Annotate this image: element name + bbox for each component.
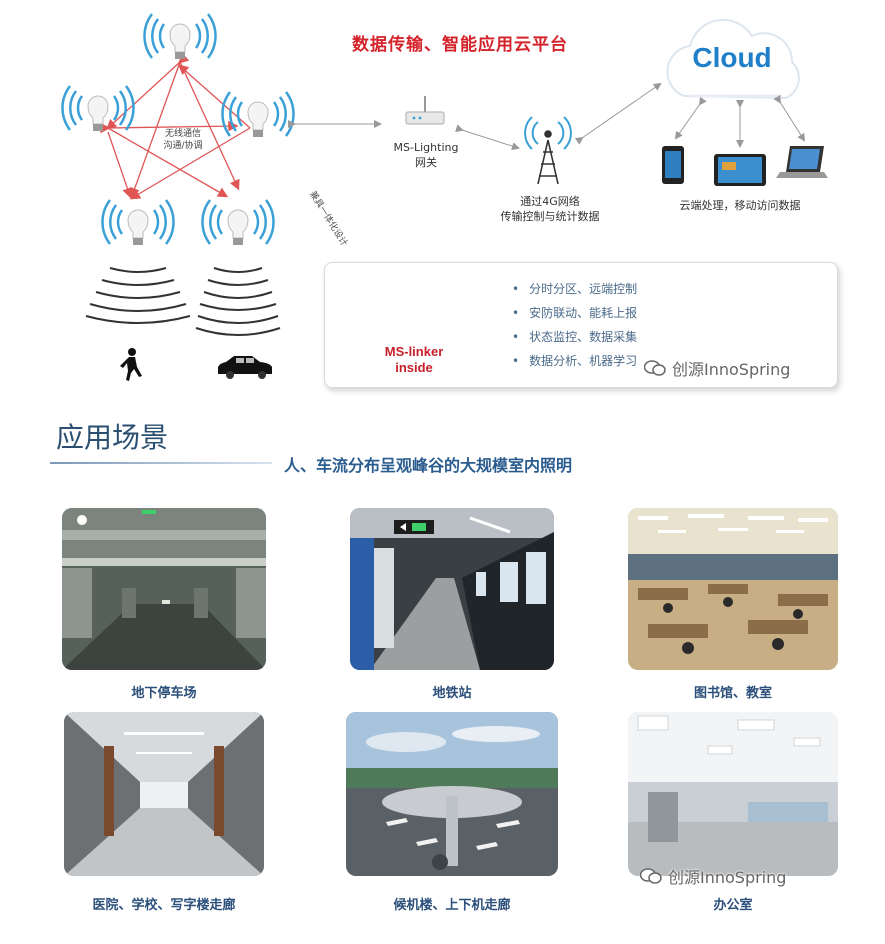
watermark-text: 创源InnoSpring <box>668 868 787 887</box>
gateway-router-icon <box>405 96 445 125</box>
link-tower-cloud <box>574 82 662 145</box>
bulb-icon <box>101 198 175 247</box>
feature-list: 分时分区、远端控制 安防联动、能耗上报 状态监控、数据采集 数据分析、机器学习 <box>512 277 637 373</box>
cell-tower-icon <box>524 116 572 185</box>
devices-label: 云端处理，移动访问数据 <box>679 199 801 212</box>
section-subtitle: 人、车流分布呈观峰谷的大规模室内照明 <box>284 456 573 475</box>
metro-station-photo <box>350 508 554 670</box>
tower-label-line2: 传输控制与统计数据 <box>500 210 600 223</box>
ms-linker-label: MS-linker inside <box>372 344 456 376</box>
bulb-icon <box>61 84 135 133</box>
parking-garage-photo <box>62 508 266 670</box>
photo-caption: 候机楼、上下机走廊 <box>393 898 511 913</box>
feature-item: 安防联动、能耗上报 <box>512 301 637 325</box>
photo-caption: 医院、学校、写字楼走廊 <box>92 898 236 913</box>
cloud-label: Cloud <box>692 42 772 73</box>
ms-linker-line2: inside <box>395 360 433 375</box>
office-photo <box>628 712 838 876</box>
mesh-label-line2: 沟通/协调 <box>163 141 203 151</box>
feature-item: 数据分析、机器学习 <box>512 349 637 373</box>
bulb-icon <box>221 90 295 139</box>
tablet-icon <box>714 154 766 186</box>
tower-label-line1: 通过4G网络 <box>520 195 580 208</box>
ms-linker-line1: MS-linker <box>384 344 444 359</box>
airport-photo <box>346 712 558 876</box>
photo-caption: 地铁站 <box>432 686 472 701</box>
corridor-photo <box>64 712 264 876</box>
laptop-icon <box>776 146 828 178</box>
library-photo <box>628 508 838 670</box>
watermark: 创源InnoSpring <box>644 356 790 380</box>
feature-item: 状态监控、数据采集 <box>512 325 637 349</box>
photo-caption: 办公室 <box>713 898 753 913</box>
link-gateway-tower <box>455 124 520 150</box>
bulb-icon <box>201 198 275 247</box>
gateway-label-line1: MS-Lighting <box>393 141 459 154</box>
photo-caption: 地下停车场 <box>131 686 197 701</box>
feature-item: 分时分区、远端控制 <box>512 277 637 301</box>
sensor-waves <box>85 267 281 336</box>
watermark-text: 创源InnoSpring <box>672 360 791 379</box>
mesh-label: 无线通信 沟通/协调 <box>148 128 218 152</box>
car-icon <box>218 356 272 379</box>
tower-label: 通过4G网络 传输控制与统计数据 <box>480 194 620 224</box>
mesh-label-line1: 无线通信 <box>164 129 201 139</box>
system-diagram <box>61 12 828 381</box>
bulb-icon <box>143 12 217 61</box>
wechat-icon <box>640 868 662 884</box>
smartphone-icon <box>662 146 684 184</box>
photo-caption: 图书馆、教室 <box>693 686 772 701</box>
wechat-icon <box>644 360 666 376</box>
watermark: 创源InnoSpring <box>640 864 786 888</box>
cloud-icon <box>666 18 800 100</box>
gateway-label: MS-Lighting 网关 <box>376 140 476 170</box>
pedestrian-icon <box>120 348 142 381</box>
gateway-label-line2: 网关 <box>415 156 437 169</box>
section-divider <box>50 462 272 464</box>
diagram-title: 数据传输、智能应用云平台 <box>352 35 568 55</box>
section-title: 应用场景 <box>56 421 169 454</box>
